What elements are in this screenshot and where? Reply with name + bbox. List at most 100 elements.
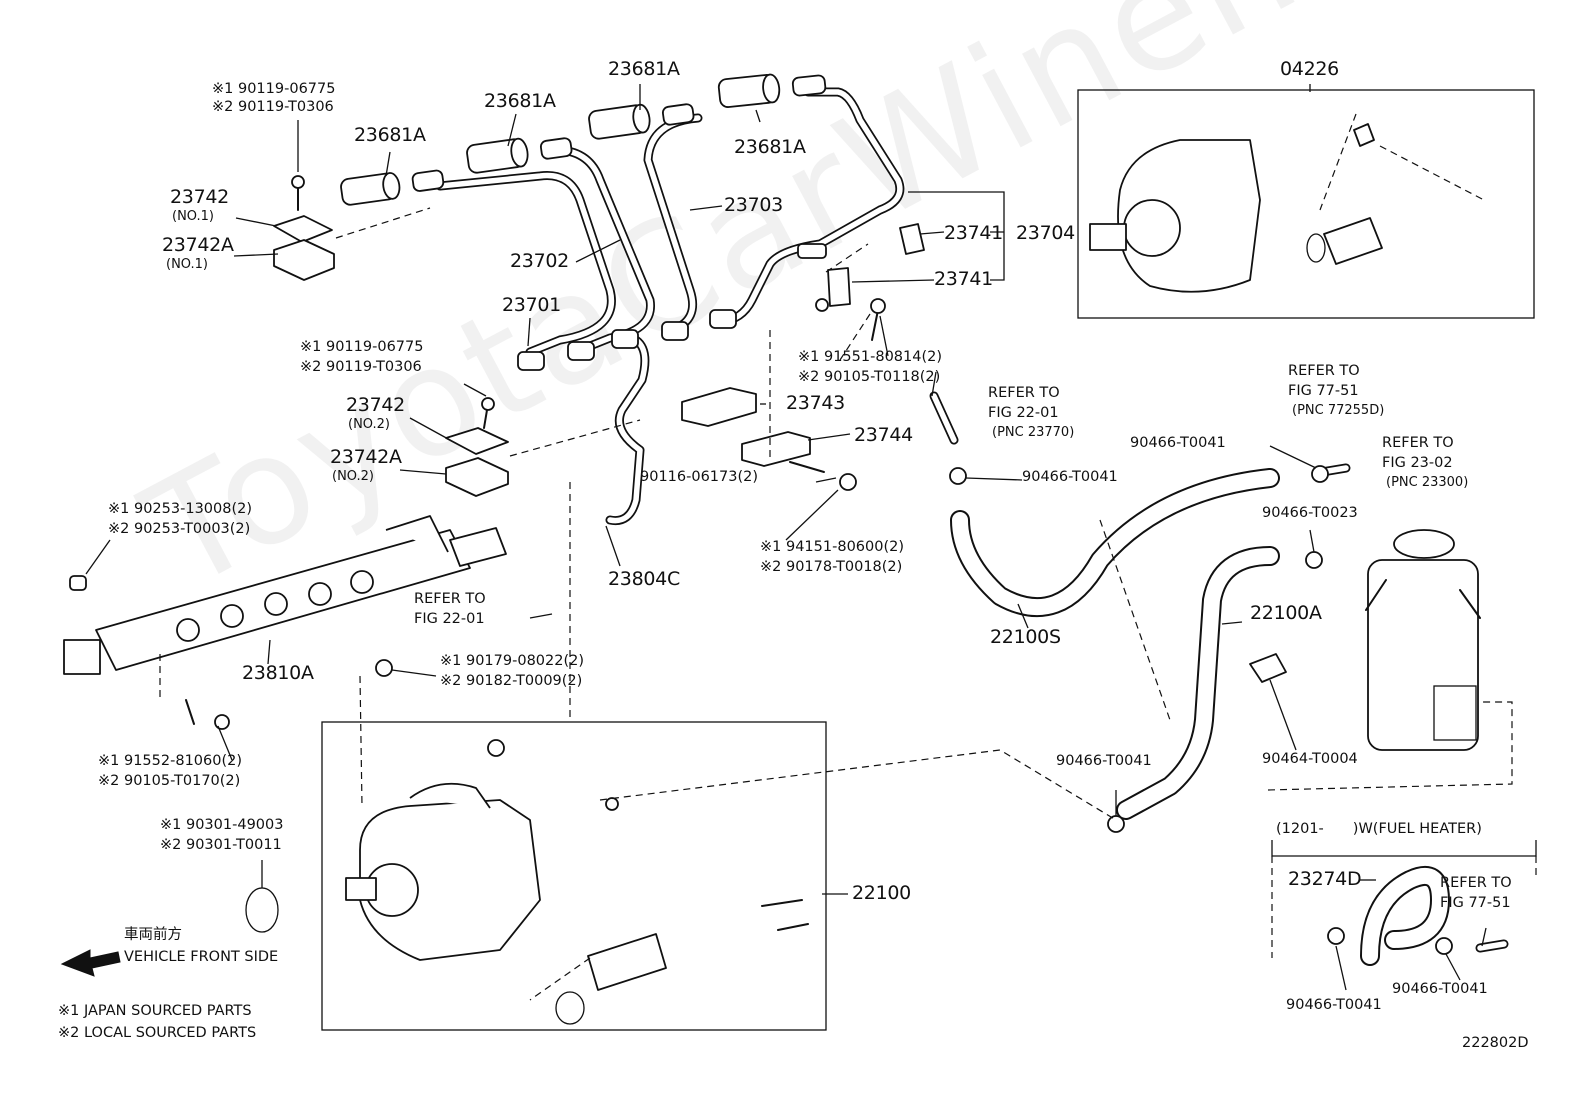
label-23274D: 23274D (1288, 868, 1362, 890)
clamp-23744 (741, 431, 811, 467)
legend-note-local: ※2 LOCAL SOURCED PARTS (58, 1025, 257, 1041)
label-clip-90466-d: 90466-T0041 (1286, 997, 1382, 1013)
label-bolt4-b: ※2 90105-T0170(2) (98, 773, 241, 789)
injection-pump-22100 (345, 739, 809, 1025)
label-clip-90466-a: 90466-T0041 (1022, 469, 1118, 485)
label-refer-23-02-b: FIG 23-02 (1382, 455, 1453, 471)
fuel-rail-23810A (63, 515, 507, 675)
label-bush-a: ※1 90179-08022(2) (440, 653, 585, 669)
fuel-filter (1365, 529, 1481, 751)
label-refer-22-01-b: FIG 22-01 (988, 405, 1059, 421)
diagram-id: 222802D (1462, 1035, 1529, 1051)
label-23681A-3: 23681A (354, 124, 426, 146)
clamp-23741-upper (899, 223, 925, 255)
fuel-heater-hose (1360, 866, 1509, 966)
fuel-hoses (950, 463, 1351, 820)
label-04226: 04226 (1280, 58, 1339, 80)
label-bolt4-a: ※1 91552-81060(2) (98, 753, 243, 769)
injection-pump-box-frame (321, 721, 827, 1031)
label-23742-no1-sub: (NO.1) (172, 209, 214, 224)
label-23703: 23703 (724, 194, 783, 216)
clamp-23741-lower (827, 267, 851, 307)
label-23741-2: 23741 (934, 268, 993, 290)
clamp-23743 (681, 387, 757, 427)
label-clip-90466-e: 90466-T0041 (1392, 981, 1488, 997)
label-refer-23-02-a: REFER TO (1382, 435, 1454, 451)
label-bolt3-b: ※2 90105-T0118(2) (798, 369, 941, 385)
label-23742A-no2-sub: (NO.2) (332, 469, 374, 484)
o-ring-90301 (245, 887, 279, 933)
label-23742-no2-sub: (NO.2) (348, 417, 390, 432)
label-oring-a: ※1 90301-49003 (160, 817, 284, 833)
label-23741-1: 23741 (944, 222, 1003, 244)
supply-pump-box-frame (1077, 89, 1535, 319)
label-23744: 23744 (854, 424, 913, 446)
label-bolt2-a: ※1 90119-06775 (300, 339, 424, 355)
legend-note-japan: ※1 JAPAN SOURCED PARTS (58, 1003, 252, 1019)
leader-lines (85, 84, 1487, 991)
label-23681A-2: 23681A (484, 90, 556, 112)
label-bolt1-a: ※1 90119-06775 (212, 81, 336, 97)
label-clip-90466-b: 90466-T0041 (1130, 435, 1226, 451)
label-23742A-no1: 23742A (162, 234, 234, 256)
label-23804C: 23804C (608, 568, 680, 590)
label-bolt3-a: ※1 91551-80814(2) (798, 349, 943, 365)
vehicle-front-arrow-icon (60, 949, 121, 977)
stud-90116 (789, 461, 825, 473)
nut-94151 (839, 473, 857, 491)
label-refer-22-01-c: (PNC 23770) (992, 425, 1075, 440)
label-refer-22-01-a: REFER TO (988, 385, 1060, 401)
legend-direction-en: VEHICLE FRONT SIDE (124, 949, 279, 965)
bushing-90179 (375, 659, 393, 677)
hose-clips (949, 465, 1453, 955)
injector-sleeves (340, 73, 827, 206)
label-refer-22-01b-a: REFER TO (414, 591, 486, 607)
label-23742-no1: 23742 (170, 186, 229, 208)
label-23742A-no1-sub: (NO.1) (166, 257, 208, 272)
label-23701: 23701 (502, 294, 561, 316)
label-clip-90466-c: 90466-T0041 (1056, 753, 1152, 769)
bolt-91552 (185, 699, 195, 725)
label-23742A-no2: 23742A (330, 446, 402, 468)
label-refer-77-51-a: REFER TO (1288, 363, 1360, 379)
pipe-nuts (517, 243, 827, 371)
clamp-23742-no2 (445, 397, 509, 497)
supply-pump-04226 (1089, 123, 1383, 293)
label-22100A: 22100A (1250, 602, 1322, 624)
injection-pipes (435, 87, 905, 526)
label-23810A: 23810A (242, 662, 314, 684)
label-refer-77-51b-a: REFER TO (1440, 875, 1512, 891)
clamp-23742-no1 (273, 175, 335, 281)
label-22100S: 22100S (990, 626, 1061, 648)
label-plug-b: ※2 90253-T0003(2) (108, 521, 251, 537)
label-23742-no2: 23742 (346, 394, 405, 416)
label-23702: 23702 (510, 250, 569, 272)
label-refer-77-51-c: (PNC 77255D) (1292, 403, 1385, 418)
label-clip-90466-t0023: 90466-T0023 (1262, 505, 1358, 521)
label-nut-b: ※2 90178-T0018(2) (760, 559, 903, 575)
label-22100: 22100 (852, 882, 911, 904)
label-23743: 23743 (786, 392, 845, 414)
bolt-91551 (870, 298, 886, 314)
label-plug-a: ※1 90253-13008(2) (108, 501, 253, 517)
label-refer-77-51b-b: FIG 77-51 (1440, 895, 1511, 911)
label-refer-22-01b-b: FIG 22-01 (414, 611, 485, 627)
label-oring-b: ※2 90301-T0011 (160, 837, 282, 853)
label-fuel-heater-header: (1201- )W(FUEL HEATER) (1276, 821, 1482, 837)
label-refer-77-51-b: FIG 77-51 (1288, 383, 1359, 399)
label-23704: 23704 (1016, 222, 1075, 244)
legend-direction-jp: 車両前方 (124, 927, 182, 943)
label-90464: 90464-T0004 (1262, 751, 1358, 767)
label-refer-23-02-c: (PNC 23300) (1386, 475, 1469, 490)
fuel-heater-bracket (1271, 840, 1537, 857)
label-23681A-1: 23681A (608, 58, 680, 80)
label-bolt1-b: ※2 90119-T0306 (212, 99, 334, 115)
fuel-heater-dashed-bounds (1271, 856, 1537, 958)
label-stud: 90116-06173(2) (640, 469, 759, 485)
label-bolt2-b: ※2 90119-T0306 (300, 359, 422, 375)
label-bush-b: ※2 90182-T0009(2) (440, 673, 583, 689)
label-nut-a: ※1 94151-80600(2) (760, 539, 905, 555)
label-23681A-4: 23681A (734, 136, 806, 158)
